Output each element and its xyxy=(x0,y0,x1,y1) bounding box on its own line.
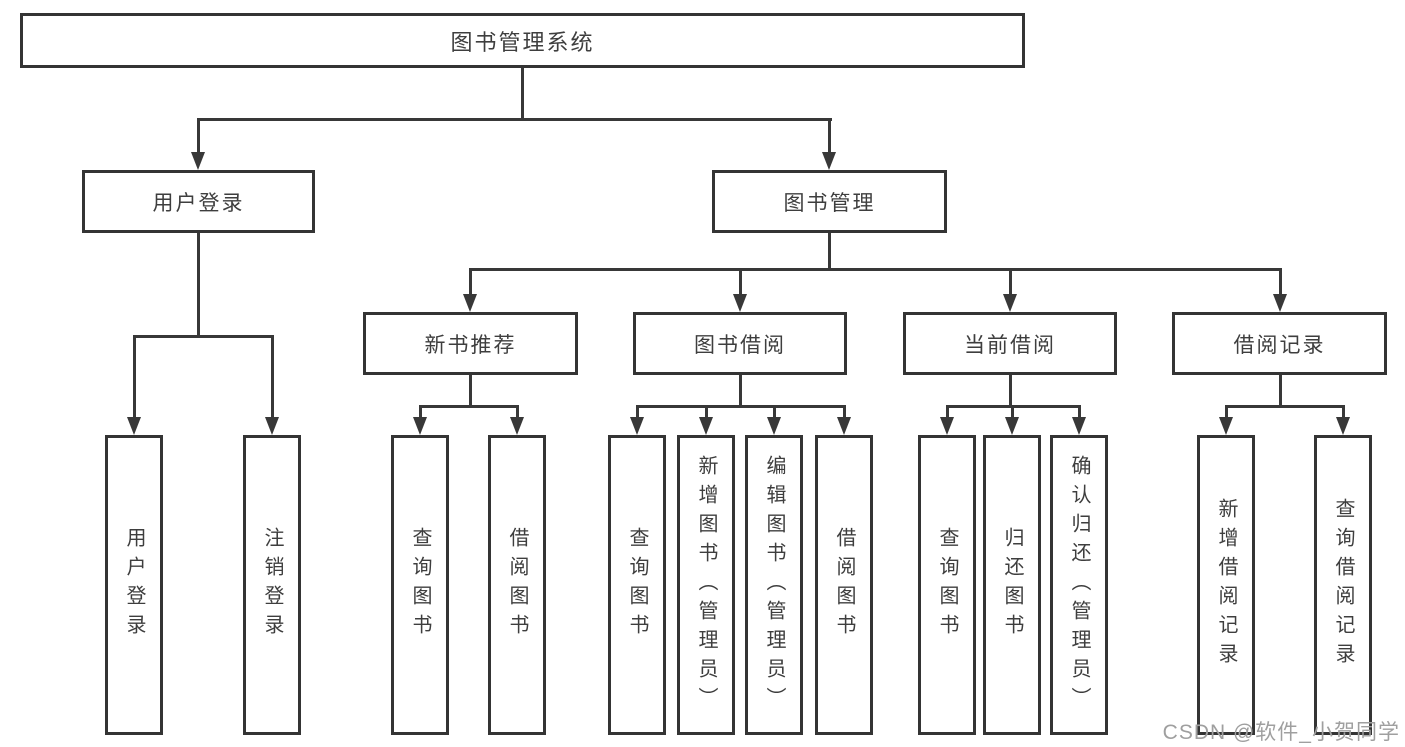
connector-leaf-stub xyxy=(515,405,519,419)
connector-leaf-stub xyxy=(132,335,136,419)
node-new-book-recommend: 新书推荐 xyxy=(363,312,578,375)
arrowhead-icon xyxy=(413,417,427,435)
node-book-management: 图书管理 xyxy=(712,170,947,233)
leaf-records-query-record-label: 查询借阅记录 xyxy=(1332,498,1354,672)
connector-user-login-branch xyxy=(132,335,274,338)
connector-leaf-stub xyxy=(1010,405,1014,419)
leaf-current-query-books-label: 查询图书 xyxy=(936,527,958,643)
connector-book-borrow-branch xyxy=(635,405,846,408)
arrowhead-icon xyxy=(127,417,141,435)
leaf-borrow-query-books-label: 查询图书 xyxy=(626,527,648,643)
connector-book-mgmt-stub xyxy=(827,118,831,156)
node-book-management-label: 图书管理 xyxy=(783,191,876,215)
arrowhead-icon xyxy=(1072,417,1086,435)
connector-leaf-stub xyxy=(842,405,846,419)
leaf-current-return-books: 归还图书 xyxy=(983,435,1041,735)
arrowhead-icon xyxy=(733,294,747,312)
arrowhead-icon xyxy=(630,417,644,435)
leaf-user-login: 用户登录 xyxy=(105,435,163,735)
connector-borrow-records-stub xyxy=(1278,268,1282,296)
connector-leaf-stub xyxy=(270,335,274,419)
connector-borrow-records-stem xyxy=(1278,373,1282,408)
node-current-borrow-label: 当前借阅 xyxy=(964,333,1056,357)
node-root: 图书管理系统 xyxy=(20,13,1025,68)
arrowhead-icon xyxy=(767,417,781,435)
node-borrow-records-label: 借阅记录 xyxy=(1233,333,1326,357)
connector-level2-branch xyxy=(196,118,832,121)
connector-current-borrow-stub xyxy=(1008,268,1012,296)
leaf-current-query-books: 查询图书 xyxy=(918,435,976,735)
leaf-newbook-query-books-label: 查询图书 xyxy=(409,527,431,643)
leaf-newbook-borrow-books: 借阅图书 xyxy=(488,435,546,735)
arrowhead-icon xyxy=(1005,417,1019,435)
leaf-current-return-books-label: 归还图书 xyxy=(1001,527,1023,643)
arrowhead-icon xyxy=(265,417,279,435)
connector-new-book-stub xyxy=(468,268,472,296)
connector-leaf-stub xyxy=(704,405,708,419)
connector-book-borrow-stub xyxy=(738,268,742,296)
node-new-book-recommend-label: 新书推荐 xyxy=(424,333,517,357)
arrowhead-icon xyxy=(1003,294,1017,312)
connector-borrow-records-branch xyxy=(1224,405,1345,408)
arrowhead-icon xyxy=(837,417,851,435)
leaf-newbook-borrow-books-label: 借阅图书 xyxy=(506,527,528,643)
connector-leaf-stub xyxy=(1077,405,1081,419)
arrowhead-icon xyxy=(1219,417,1233,435)
connector-leaf-stub xyxy=(772,405,776,419)
connector-leaf-stub xyxy=(635,405,639,419)
arrowhead-icon xyxy=(1273,294,1287,312)
arrowhead-icon xyxy=(699,417,713,435)
connector-user-login-stem xyxy=(196,231,200,338)
connector-leaf-stub xyxy=(1224,405,1228,419)
csdn-watermark: CSDN @软件_小贺同学 xyxy=(1162,721,1400,744)
connector-book-borrow-stem xyxy=(738,373,742,408)
leaf-borrow-borrow-books-label: 借阅图书 xyxy=(833,527,855,643)
leaf-borrow-add-books-admin: 新增图书（管理员） xyxy=(677,435,735,735)
leaf-logout-label: 注销登录 xyxy=(261,527,283,643)
connector-root-stem xyxy=(520,66,524,120)
connector-book-mgmt-stem xyxy=(827,231,831,271)
leaf-current-confirm-return-admin-label: 确认归还（管理员） xyxy=(1068,454,1090,716)
connector-user-login-stub xyxy=(196,118,200,156)
leaf-records-add-record-label: 新增借阅记录 xyxy=(1215,498,1237,672)
leaf-borrow-edit-books-admin: 编辑图书（管理员） xyxy=(745,435,803,735)
connector-leaf-stub xyxy=(418,405,422,419)
node-current-borrow: 当前借阅 xyxy=(903,312,1117,375)
leaf-records-query-record: 查询借阅记录 xyxy=(1314,435,1372,735)
arrowhead-icon xyxy=(1336,417,1350,435)
leaf-current-confirm-return-admin: 确认归还（管理员） xyxy=(1050,435,1108,735)
connector-level3-branch xyxy=(468,268,1282,271)
leaf-records-add-record: 新增借阅记录 xyxy=(1197,435,1255,735)
node-book-borrow: 图书借阅 xyxy=(633,312,847,375)
leaf-borrow-edit-books-admin-label: 编辑图书（管理员） xyxy=(763,454,785,716)
arrowhead-icon xyxy=(191,152,205,170)
leaf-user-login-label: 用户登录 xyxy=(123,527,145,643)
arrowhead-icon xyxy=(822,152,836,170)
leaf-borrow-query-books: 查询图书 xyxy=(608,435,666,735)
leaf-borrow-borrow-books: 借阅图书 xyxy=(815,435,873,735)
node-user-login: 用户登录 xyxy=(82,170,315,233)
arrowhead-icon xyxy=(510,417,524,435)
leaf-newbook-query-books: 查询图书 xyxy=(391,435,449,735)
connector-leaf-stub xyxy=(945,405,949,419)
leaf-logout: 注销登录 xyxy=(243,435,301,735)
node-book-borrow-label: 图书借阅 xyxy=(694,333,786,357)
connector-new-book-branch xyxy=(418,405,519,408)
node-borrow-records: 借阅记录 xyxy=(1172,312,1387,375)
arrowhead-icon xyxy=(940,417,954,435)
leaf-borrow-add-books-admin-label: 新增图书（管理员） xyxy=(695,454,717,716)
connector-new-book-stem xyxy=(468,373,472,408)
arrowhead-icon xyxy=(463,294,477,312)
node-root-label: 图书管理系统 xyxy=(450,29,595,55)
node-user-login-label: 用户登录 xyxy=(152,191,245,215)
connector-current-borrow-stem xyxy=(1008,373,1012,408)
connector-leaf-stub xyxy=(1341,405,1345,419)
